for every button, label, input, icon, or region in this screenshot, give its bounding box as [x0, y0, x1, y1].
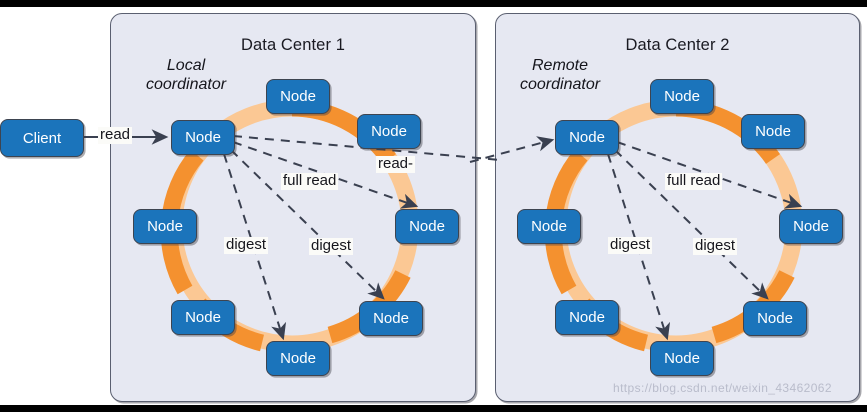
node-label: Node	[755, 123, 791, 140]
dc1-coordinator-annotation-line1: Local	[166, 57, 206, 74]
dc2-full-read-label: full read	[665, 172, 723, 190]
dc2-coordinator-annotation-line1: Remote	[532, 57, 589, 74]
watermark-text: https://blog.csdn.net/weixin_43462062	[613, 381, 832, 395]
dc2-coordinator-annotation: Remote coordinator	[520, 57, 600, 95]
dc1-coordinator-annotation-line2: coordinator	[146, 75, 227, 93]
dc1-node-ring-upper-right[interactable]: Node	[357, 114, 421, 149]
dc2-coordinator-annotation-line2: coordinator	[520, 75, 601, 93]
dc2-digest-edge-right	[614, 149, 769, 300]
node-label: Node	[371, 123, 407, 140]
dc2-node-ring-lower-right[interactable]: Node	[743, 301, 807, 336]
dc1-node-ring-lower-left[interactable]: Node	[171, 300, 235, 335]
node-label: Node	[664, 350, 700, 367]
dc2-node-ring-bottom[interactable]: Node	[650, 341, 714, 376]
dc1-node-ring-top[interactable]: Node	[266, 79, 330, 114]
dc1-node-ring-left[interactable]: Node	[133, 209, 197, 244]
node-label: Node	[185, 129, 221, 146]
node-label: Node	[569, 129, 605, 146]
datacenter-1-title: Data Center 1	[240, 36, 346, 54]
client-node[interactable]: Client	[0, 119, 84, 157]
cross-datacenter-read-arrow	[469, 136, 555, 163]
node-label: Node	[280, 88, 316, 105]
dc1-full-read-label: full read	[281, 172, 339, 190]
node-label: Node	[569, 309, 605, 326]
dc1-node-ring-right[interactable]: Node	[395, 209, 459, 244]
dc1-digest-edge-right	[230, 149, 385, 300]
client-read-label: read	[98, 126, 133, 144]
dc2-digest-label-right: digest	[693, 237, 738, 255]
top-letterbox-bar	[0, 0, 867, 7]
node-label: Node	[147, 218, 183, 235]
node-label: Node	[664, 88, 700, 105]
node-label: Node	[280, 350, 316, 367]
dc2-node-ring-left[interactable]: Node	[517, 209, 581, 244]
dc2-node-coordinator[interactable]: Node	[555, 120, 619, 155]
dc1-digest-label-left: digest	[224, 236, 269, 254]
dc1-node-coordinator[interactable]: Node	[171, 120, 235, 155]
node-label: Node	[373, 310, 409, 327]
node-label: Node	[757, 310, 793, 327]
dc2-digest-label-left: digest	[608, 236, 653, 254]
dc2-node-ring-top[interactable]: Node	[650, 79, 714, 114]
dc1-node-ring-lower-right[interactable]: Node	[359, 301, 423, 336]
client-node-label: Client	[22, 129, 62, 147]
cross-datacenter-read-label: read-	[376, 155, 416, 173]
node-label: Node	[531, 218, 567, 235]
dc2-node-ring-right[interactable]: Node	[779, 209, 843, 244]
dc1-coordinator-annotation: Local coordinator	[146, 57, 226, 95]
dc2-node-ring-upper-right[interactable]: Node	[741, 114, 805, 149]
dc1-node-ring-bottom[interactable]: Node	[266, 341, 330, 376]
node-label: Node	[409, 218, 445, 235]
datacenter-2-title: Data Center 2	[625, 36, 730, 54]
node-label: Node	[793, 218, 829, 235]
bottom-letterbox-bar	[0, 405, 867, 412]
dc1-digest-label-right: digest	[309, 237, 354, 255]
node-label: Node	[185, 309, 221, 326]
dc2-node-ring-lower-left[interactable]: Node	[555, 300, 619, 335]
